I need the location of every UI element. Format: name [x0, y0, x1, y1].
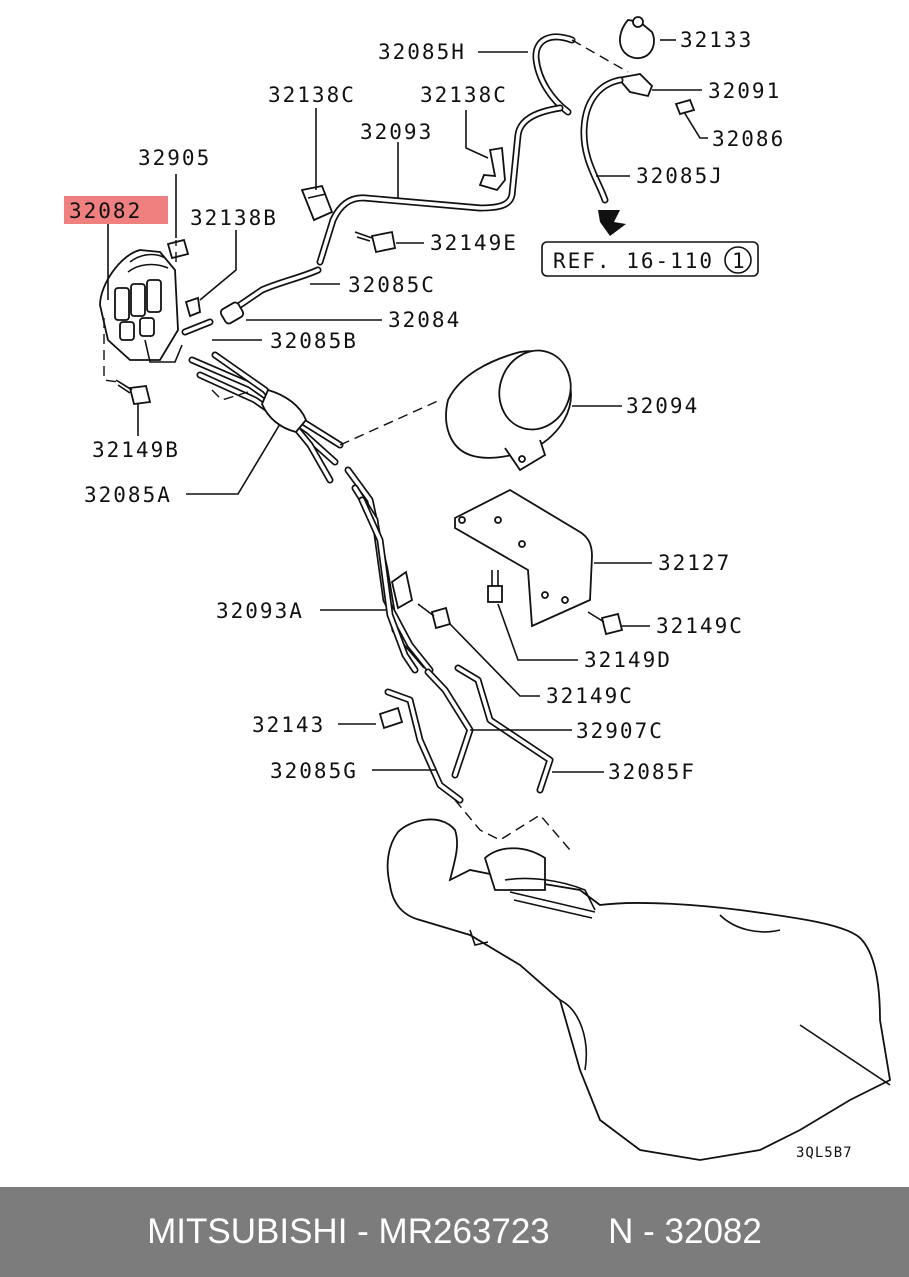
hose-32085B: [181, 318, 214, 336]
bolt-32149D: [487, 570, 503, 603]
label-32138B: 32138B: [190, 206, 278, 230]
connector-32091: [616, 73, 654, 98]
label-32149B: 32149B: [92, 438, 180, 462]
clip-32138B: [184, 296, 201, 318]
label-32149C-left: 32149C: [546, 684, 634, 708]
label-32085C: 32085C: [348, 273, 436, 297]
label-32085J: 32085J: [636, 164, 724, 188]
label-32133: 32133: [680, 28, 753, 52]
label-32093A: 32093A: [216, 599, 304, 623]
arrow-icon: [598, 210, 626, 236]
ref-circle-number: 1: [732, 249, 745, 273]
label-32085F: 32085F: [608, 760, 696, 784]
label-32085A: 32085A: [84, 483, 172, 507]
footer-gap: [550, 1212, 608, 1252]
canister-32094: [445, 349, 572, 472]
footer-bar: MITSUBISHI - MR263723 N - 32082: [0, 1187, 909, 1277]
leader-lines: [107, 39, 708, 773]
label-32138C-left: 32138C: [268, 83, 356, 107]
label-32127: 32127: [658, 551, 731, 575]
pipe-32093: [316, 104, 564, 266]
hose-32907C: [424, 668, 474, 779]
clamp-32138C-left: [300, 184, 334, 222]
clamp-32138C-top: [478, 146, 506, 192]
hose-32085H: [532, 33, 576, 116]
bracket-32127: [454, 488, 593, 628]
label-32149D: 32149D: [584, 648, 672, 672]
label-32085B: 32085B: [270, 329, 358, 353]
solenoid-valve-32082: [99, 249, 183, 363]
label-32138C-right: 32138C: [420, 83, 508, 107]
label-32143: 32143: [252, 713, 325, 737]
footer-part-number: MR263723: [378, 1212, 550, 1251]
footer-brand: MITSUBISHI: [147, 1212, 348, 1251]
label-32093: 32093: [360, 120, 433, 144]
bolt-32149B: [115, 379, 152, 405]
bolt-32149C-right: [587, 611, 624, 636]
footer-ref-number: 32082: [664, 1212, 762, 1251]
label-32085H: 32085H: [378, 40, 466, 64]
connector-32084: [219, 301, 245, 325]
hose-32085J: [580, 76, 624, 204]
pipe-bundle-32093A: [344, 466, 434, 674]
hose-32085C: [236, 266, 322, 309]
footer-ref-prefix: N: [608, 1212, 634, 1251]
cap-32905: [166, 238, 190, 260]
bolt-32149E: [354, 230, 397, 254]
hose-bundle-32085A: [188, 351, 344, 484]
label-32149C-right: 32149C: [656, 614, 744, 638]
diagram-code: 3QL5B7: [796, 1145, 853, 1161]
label-32149E: 32149E: [430, 231, 518, 255]
cap-32086: [674, 98, 696, 116]
label-32905: 32905: [138, 146, 211, 170]
footer-separator: -: [347, 1212, 379, 1251]
label-32085G: 32085G: [270, 759, 358, 783]
label-32084: 32084: [388, 308, 461, 332]
label-32907C: 32907C: [576, 719, 664, 743]
parts-diagram: 32085H 32133 32138C 32138C 32091 32093 3…: [64, 16, 891, 1161]
connector-32143: [378, 706, 404, 730]
reference-box: REF. 16-110 1: [541, 241, 759, 277]
label-32086: 32086: [712, 127, 785, 151]
label-32082: 32082: [69, 199, 142, 223]
transmission-housing: [386, 818, 891, 1161]
hose-32085G: [384, 688, 464, 804]
ref-label: REF. 16-110: [553, 249, 714, 273]
highlight-32082: [64, 196, 168, 224]
bolt-32149C-left: [417, 603, 452, 630]
label-32094: 32094: [626, 394, 699, 418]
clip-32133: [619, 16, 655, 59]
label-32091: 32091: [708, 79, 781, 103]
footer-separator-2: -: [633, 1212, 665, 1251]
